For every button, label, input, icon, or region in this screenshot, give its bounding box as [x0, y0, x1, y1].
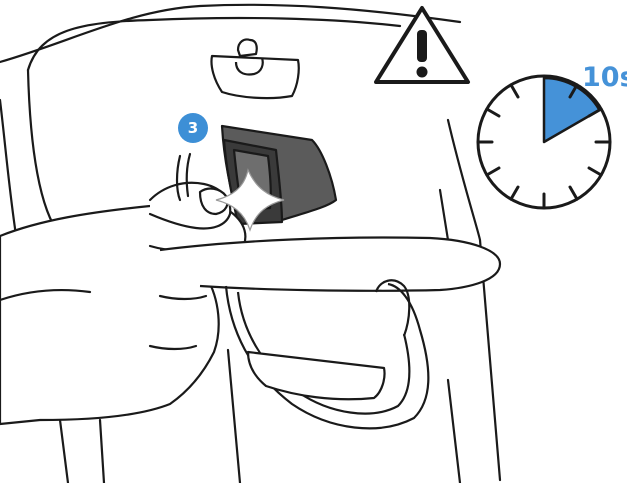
warning-icon [376, 8, 468, 82]
step-badge: 3 [178, 113, 208, 143]
tray-top-bar [160, 238, 500, 291]
hand-palm [0, 202, 245, 424]
rail-bottom-3 [228, 350, 240, 483]
body-left-panel-2 [0, 100, 18, 248]
top-clip [211, 39, 298, 98]
step-number: 3 [188, 119, 198, 137]
rail-right-2 [440, 190, 448, 240]
top-clip-tab [238, 39, 257, 56]
top-clip-body [211, 56, 298, 98]
body-left-panel [28, 70, 60, 235]
tray-window [248, 352, 385, 399]
timer-icon: 10s [478, 62, 627, 208]
body-outer-edge [0, 5, 460, 62]
rail-bottom-1 [60, 420, 68, 483]
rail-bottom-4 [448, 380, 460, 483]
timer-label: 10s [582, 62, 627, 93]
hand [0, 154, 245, 424]
rail-bottom-2 [100, 420, 104, 483]
